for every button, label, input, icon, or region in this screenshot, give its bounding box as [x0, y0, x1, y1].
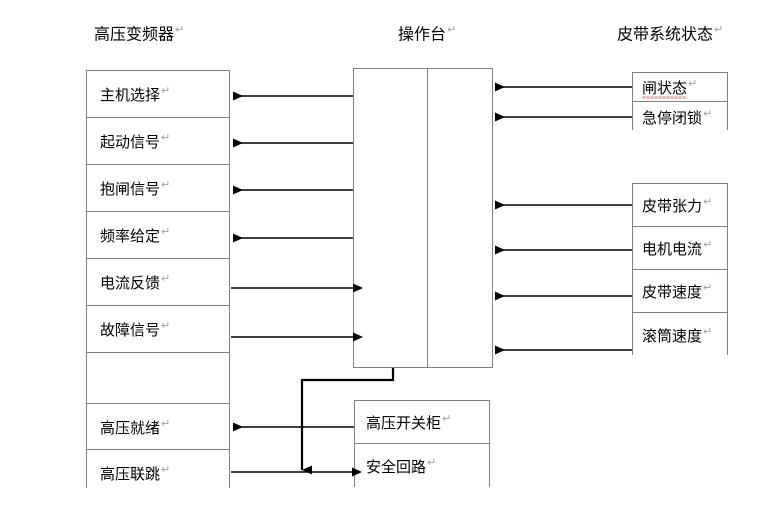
pilcrow-mark: ↵: [714, 23, 724, 36]
operator-console-box[interactable]: [353, 68, 493, 368]
right-row-label: 急停闭锁↵: [642, 106, 713, 127]
right-row-gate-status[interactable]: 闸状态↵: [633, 73, 727, 102]
left-signal-group: 主机选择↵ 起动信号↵ 抱闸信号↵ 频率给定↵ 电流反馈↵ 故障信号↵ 高压就绪…: [86, 70, 230, 496]
pilcrow-mark: ↵: [175, 23, 185, 36]
left-row-brake-signal[interactable]: 抱闸信号↵: [87, 165, 229, 212]
bottom-row-hv-switchgear[interactable]: 高压开关柜↵: [355, 401, 489, 444]
left-row-label: 故障信号↵: [100, 319, 171, 339]
right-row-estop-lock[interactable]: 急停闭锁↵: [633, 102, 727, 131]
right-row-label: 皮带张力↵: [642, 195, 713, 215]
left-row-label: 频率给定↵: [100, 225, 171, 245]
right-row-motor-current[interactable]: 电机电流↵: [633, 227, 727, 270]
right-section-title: 皮带系统状态↵: [617, 24, 723, 42]
right-row-drum-speed[interactable]: 滚筒速度↵: [633, 313, 727, 356]
left-row-label: 主机选择↵: [100, 84, 171, 104]
left-row-label: 电流反馈↵: [100, 272, 171, 292]
center-section-title: 操作台↵: [398, 24, 456, 42]
right-bottom-status-group: 皮带张力↵ 电机电流↵ 皮带速度↵ 滚筒速度↵: [632, 183, 728, 356]
right-top-status-group: 闸状态↵ 急停闭锁↵: [632, 72, 728, 131]
left-row-hv-ready[interactable]: 高压就绪↵: [87, 404, 229, 450]
left-section-title: 高压变频器↵: [94, 24, 184, 42]
right-row-label: 滚筒速度↵: [642, 324, 713, 345]
right-row-label: 闸状态↵: [642, 77, 698, 97]
left-row-start-signal[interactable]: 起动信号↵: [87, 118, 229, 165]
pilcrow-mark: ↵: [447, 23, 457, 36]
bottom-equipment-group: 高压开关柜↵ 安全回路↵: [354, 400, 490, 487]
left-section-title-text: 高压变频器: [94, 24, 175, 44]
center-section-title-text: 操作台: [398, 24, 447, 44]
left-row-host-select[interactable]: 主机选择↵: [87, 71, 229, 118]
right-row-label: 皮带速度↵: [642, 281, 713, 301]
left-row-hv-trip[interactable]: 高压联跳↵: [87, 450, 229, 496]
right-row-belt-speed[interactable]: 皮带速度↵: [633, 270, 727, 313]
console-divider: [427, 69, 428, 367]
right-row-belt-tension[interactable]: 皮带张力↵: [633, 184, 727, 227]
left-row-label: 抱闸信号↵: [100, 178, 171, 198]
left-row-label: 高压就绪↵: [100, 416, 171, 437]
left-row-current-feedback[interactable]: 电流反馈↵: [87, 259, 229, 306]
right-row-label: 电机电流↵: [642, 238, 713, 258]
left-row-frequency-setpoint[interactable]: 频率给定↵: [87, 212, 229, 259]
left-row-fault-signal[interactable]: 故障信号↵: [87, 306, 229, 353]
bottom-row-safety-circuit[interactable]: 安全回路↵: [355, 444, 489, 487]
bottom-row-label: 安全回路↵: [366, 455, 437, 476]
left-row-label: 高压联跳↵: [100, 463, 171, 483]
bottom-row-label: 高压开关柜↵: [366, 412, 452, 432]
left-row-label: 起动信号↵: [100, 131, 171, 151]
left-row-spacer: [87, 353, 229, 404]
right-section-title-text: 皮带系统状态: [617, 24, 714, 44]
